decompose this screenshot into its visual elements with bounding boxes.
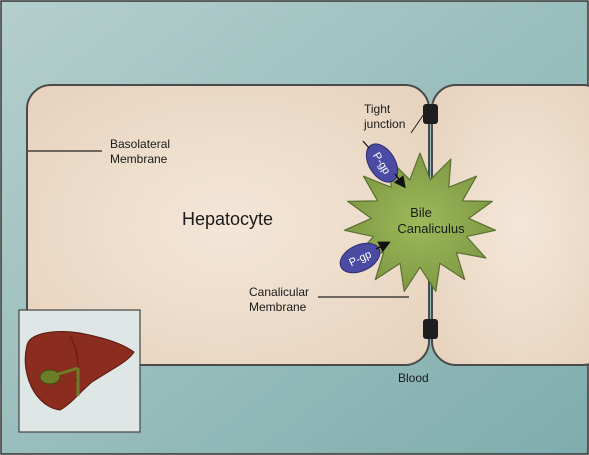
pgp-lower-arrow xyxy=(375,241,391,253)
pgp-transporter-lower: P-gp xyxy=(339,242,381,274)
pgp-upper-arrow xyxy=(393,173,406,189)
blood-label: Blood xyxy=(398,371,429,385)
canalicular-label-line2: Membrane xyxy=(249,300,307,314)
tight-junction-top xyxy=(423,104,438,124)
pgp-upper-tail xyxy=(362,140,370,149)
tight-junction-leader-line xyxy=(410,113,425,134)
liver-with-gallbladder-icon xyxy=(24,331,135,411)
hepatocyte-label: Hepatocyte xyxy=(182,209,273,229)
basolateral-label-line1: Basolateral xyxy=(110,137,170,151)
basolateral-label-line2: Membrane xyxy=(110,152,168,166)
liver-inset xyxy=(18,309,141,433)
tight-junction-label-line2: junction xyxy=(363,117,405,131)
bile-canaliculus-label-line2: Canaliculus xyxy=(397,221,465,236)
bile-canaliculus xyxy=(343,152,497,292)
pgp-transporter-upper: P-gp xyxy=(365,143,399,183)
canalicular-label-line1: Canalicular xyxy=(249,285,309,299)
bile-canaliculus-label-line1: Bile xyxy=(410,205,432,220)
tight-junction-label-line1: Tight xyxy=(364,102,391,116)
tight-junction-bottom xyxy=(423,319,438,339)
